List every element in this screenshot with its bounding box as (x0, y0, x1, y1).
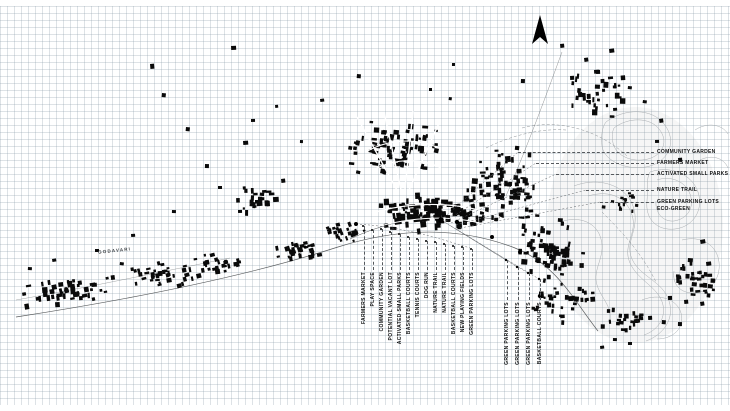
callout-label: BASKETBALL COURTS (406, 272, 412, 335)
leader-line (382, 229, 383, 270)
bottom-callout: GREEN PARKING LOTS (504, 260, 512, 365)
leader-diagonals (355, 151, 601, 280)
callout-label-line: COMMUNITY GARDEN (657, 149, 716, 155)
leader-line (418, 239, 419, 270)
bottom-callout: POTENTIAL VACANT LOT (388, 232, 396, 340)
bottom-callout: GREEN PARKING LOTS (469, 249, 477, 335)
building-footprints (22, 43, 716, 349)
callout-label: NATURE TRAIL (657, 187, 697, 194)
callout-label: NATURE TRAIL (442, 272, 448, 313)
callout-label: GREEN PARKING LOTS ECO-GREEN (657, 199, 719, 213)
right-callout-farmers-market: FARMERS MARKET (536, 160, 708, 167)
callout-label-line: NATURE TRAIL (657, 187, 698, 193)
bottom-callout: DOG RUN (424, 241, 432, 298)
bottom-callout: NEW PLAYING FIELDS (460, 247, 468, 332)
callout-label-line: ECO-GREEN (657, 205, 690, 212)
bottom-callout: NATURE TRAIL (433, 242, 441, 313)
right-callout-nature-trail: NATURE TRAIL (586, 187, 697, 194)
bottom-callout: BASKETBALL COURTS (451, 246, 459, 334)
bottom-callout: BASKETBALL COURTS (406, 237, 414, 334)
leader-line (507, 260, 508, 300)
callout-label: POTENTIAL VACANT LOT (388, 272, 394, 341)
callout-label-line: GREEN PARKING LOTS (657, 199, 719, 205)
callout-label: NATURE TRAIL (433, 272, 439, 313)
callout-label: BASKETBALL COURTS (451, 272, 457, 335)
trail-lines (485, 124, 657, 283)
bottom-callout: TENNIS COURTS (415, 239, 423, 317)
callout-label: COMMUNITY GARDEN (657, 149, 716, 156)
bottom-callout: GREEN PARKING LOTS (526, 273, 534, 365)
leader-line (586, 190, 654, 191)
callout-label: GREEN PARKING LOTS (504, 302, 510, 365)
bottom-callout: BASKETBALL COURTS (537, 279, 545, 364)
callout-label-line: FARMERS MARKET (657, 160, 709, 166)
callout-label: COMMUNITY GARDEN (379, 272, 385, 332)
callout-label: GREEN PARKING LOTS (515, 302, 521, 365)
leader-line (409, 237, 410, 270)
right-callout-community-garden: COMMUNITY GARDEN (518, 149, 716, 156)
leader-line (445, 244, 446, 270)
callout-label: FARMERS MARKET (657, 160, 708, 167)
leader-line (600, 202, 654, 203)
leader-line (364, 226, 365, 270)
callout-label: ACTIVATED SMALL PARKS (657, 171, 728, 178)
callout-label: ACTIVATED SMALL PARKS (397, 272, 403, 345)
callout-label: DOG RUN (424, 272, 430, 299)
bottom-callout: ACTIVATED SMALL PARKS (397, 234, 405, 344)
bottom-callout: NATURE TRAIL (442, 244, 450, 313)
leader-line (436, 242, 437, 270)
leader-line (540, 279, 541, 300)
bottom-callout: FARMERS MARKET (361, 226, 369, 324)
callout-label: GREEN PARKING LOTS (526, 302, 532, 365)
leader-line (518, 152, 654, 153)
leader-line (391, 232, 392, 270)
leader-line (556, 174, 654, 175)
leader-line (400, 234, 401, 270)
callout-label: PLAY SPACE (370, 272, 376, 307)
bottom-callout: COMMUNITY GARDEN (379, 229, 387, 331)
callout-label: TENNIS COURTS (415, 272, 421, 318)
grid-paper-background (0, 6, 730, 405)
leader-line (529, 273, 530, 300)
leader-line (454, 246, 455, 270)
leader-line (536, 163, 654, 164)
callout-label-line: ACTIVATED SMALL PARKS (657, 171, 729, 177)
leader-line (463, 247, 464, 270)
callout-label: NEW PLAYING FIELDS (460, 272, 466, 333)
leader-line (472, 249, 473, 270)
right-callout-green-parking-lots: GREEN PARKING LOTS ECO-GREEN (600, 199, 719, 213)
leader-line (373, 230, 374, 270)
bottom-callout: GREEN PARKING LOTS (515, 267, 523, 365)
leader-line (518, 267, 519, 300)
leader-line (427, 241, 428, 270)
callout-label: BASKETBALL COURTS (537, 302, 543, 365)
callout-label: FARMERS MARKET (361, 272, 367, 325)
street-gaps (356, 110, 505, 231)
north-arrow-icon (532, 15, 548, 44)
bottom-callout: PLAY SPACE (370, 230, 378, 307)
right-callout-activated-small-parks: ACTIVATED SMALL PARKS (556, 171, 728, 178)
callout-label: GREEN PARKING LOTS (469, 272, 475, 335)
node-dots (303, 217, 543, 299)
